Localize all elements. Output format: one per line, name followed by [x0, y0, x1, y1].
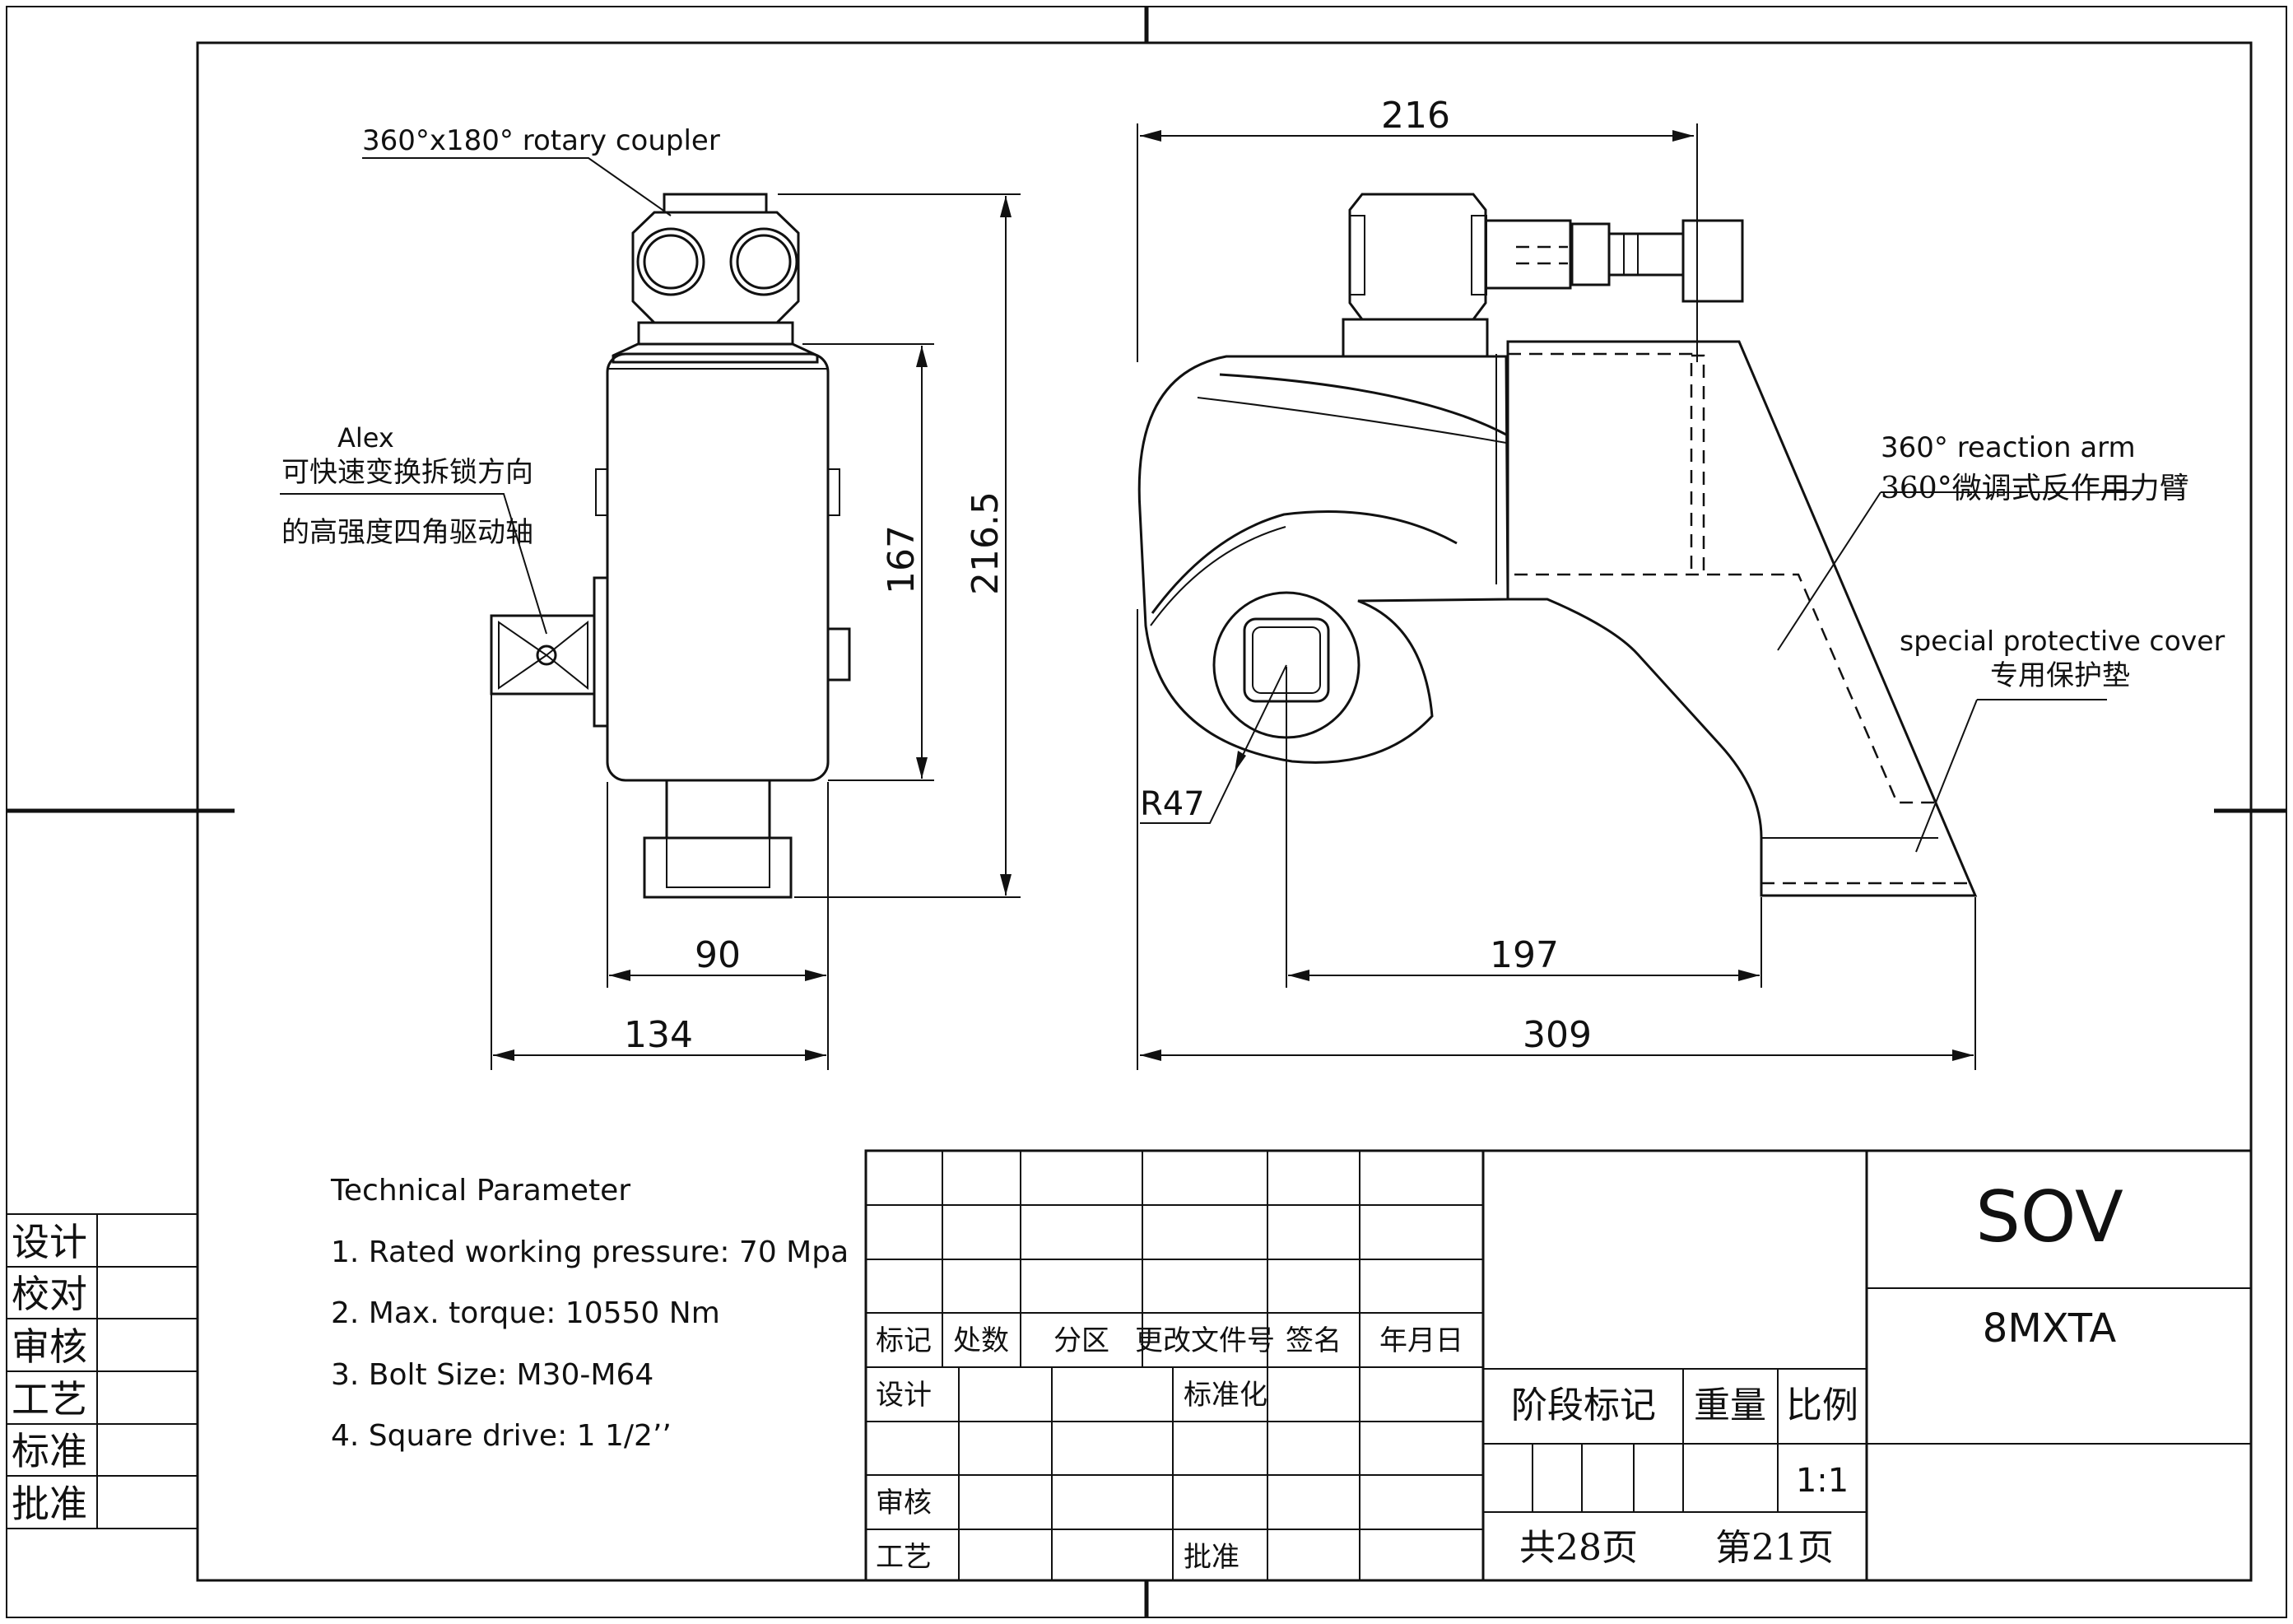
tech-item-2: 2. Max. torque: 10550 Nm: [331, 1296, 720, 1330]
tech-title: Technical Parameter: [330, 1174, 630, 1208]
left-block-craft: 工艺: [12, 1377, 87, 1422]
tb-header-count: 处数: [953, 1324, 1009, 1357]
drive-note-line1: 可快速变换拆锁方向: [281, 456, 533, 489]
left-block-standard: 标准: [12, 1429, 87, 1473]
front-view: [490, 193, 851, 899]
dim-167: 167: [881, 525, 923, 594]
left-block-design: 设计: [12, 1220, 87, 1264]
tb-scale: 比例: [1786, 1384, 1858, 1426]
tb-weight: 重量: [1694, 1384, 1766, 1426]
dim-197: 197: [1490, 934, 1559, 976]
tb-header-date: 年月日: [1379, 1324, 1463, 1357]
tech-item-1: 1. Rated working pressure: 70 Mpa: [331, 1235, 849, 1269]
tb-scale-value: 1:1: [1796, 1462, 1849, 1500]
tb-header-sign: 签名: [1286, 1324, 1342, 1357]
tb-header-change-doc: 更改文件号: [1135, 1324, 1275, 1357]
alex-label: Alex: [337, 422, 394, 454]
tb-stage-mark: 阶段标记: [1511, 1384, 1656, 1426]
tb-header-mark: 标记: [876, 1324, 932, 1357]
dim-134: 134: [624, 1014, 693, 1056]
tb-model: 8MXTA: [1983, 1305, 2117, 1352]
tb-craft: 工艺: [876, 1541, 932, 1574]
protective-cover-label-en: special protective cover: [1900, 625, 2226, 657]
tb-page-number: 第21页: [1715, 1527, 1834, 1569]
dimension-lines: [491, 123, 1976, 1070]
tb-total-pages: 共28页: [1519, 1527, 1638, 1569]
protective-cover-label-cn: 专用保护垫: [1990, 659, 2130, 692]
technical-parameters: Technical Parameter 1. Rated working pre…: [330, 1174, 849, 1453]
tb-standardize: 标准化: [1184, 1379, 1267, 1412]
tech-item-3: 3. Bolt Size: M30-M64: [331, 1358, 653, 1392]
tb-approve: 批准: [1184, 1541, 1240, 1574]
tb-review: 审核: [876, 1487, 932, 1519]
left-block-approve: 批准: [12, 1482, 87, 1526]
tb-header-zone: 分区: [1053, 1324, 1109, 1357]
dim-216-top: 216: [1381, 95, 1450, 137]
tb-design: 设计: [876, 1379, 932, 1412]
radius-label: R47: [1140, 785, 1205, 823]
reaction-arm-label-en: 360° reaction arm: [1881, 431, 2136, 464]
rotary-coupler-label: 360°x180° rotary coupler: [362, 124, 720, 157]
dim-90: 90: [695, 934, 741, 976]
dim-309: 309: [1523, 1014, 1592, 1056]
left-signoff-block: 设计 校对 审核 工艺 标准 批准: [6, 1213, 198, 1529]
tb-brand: SOV: [1975, 1176, 2123, 1259]
title-block: 标记 处数 分区 更改文件号 签名 年月日 设计 标准化 审核 工艺 批准 阶段…: [864, 1149, 2253, 1582]
side-view: [1137, 193, 1978, 897]
left-block-check: 校对: [12, 1272, 87, 1316]
callout-leaders: [280, 157, 2140, 853]
left-block-review: 审核: [12, 1324, 87, 1369]
drive-note-line2: 的高强度四角驱动轴: [281, 516, 533, 549]
reaction-arm-label-cn: 360°微调式反作用力臂: [1881, 472, 2189, 505]
tech-item-4: 4. Square drive: 1 1/2’’: [331, 1419, 672, 1453]
dim-216-5: 216.5: [965, 491, 1007, 595]
